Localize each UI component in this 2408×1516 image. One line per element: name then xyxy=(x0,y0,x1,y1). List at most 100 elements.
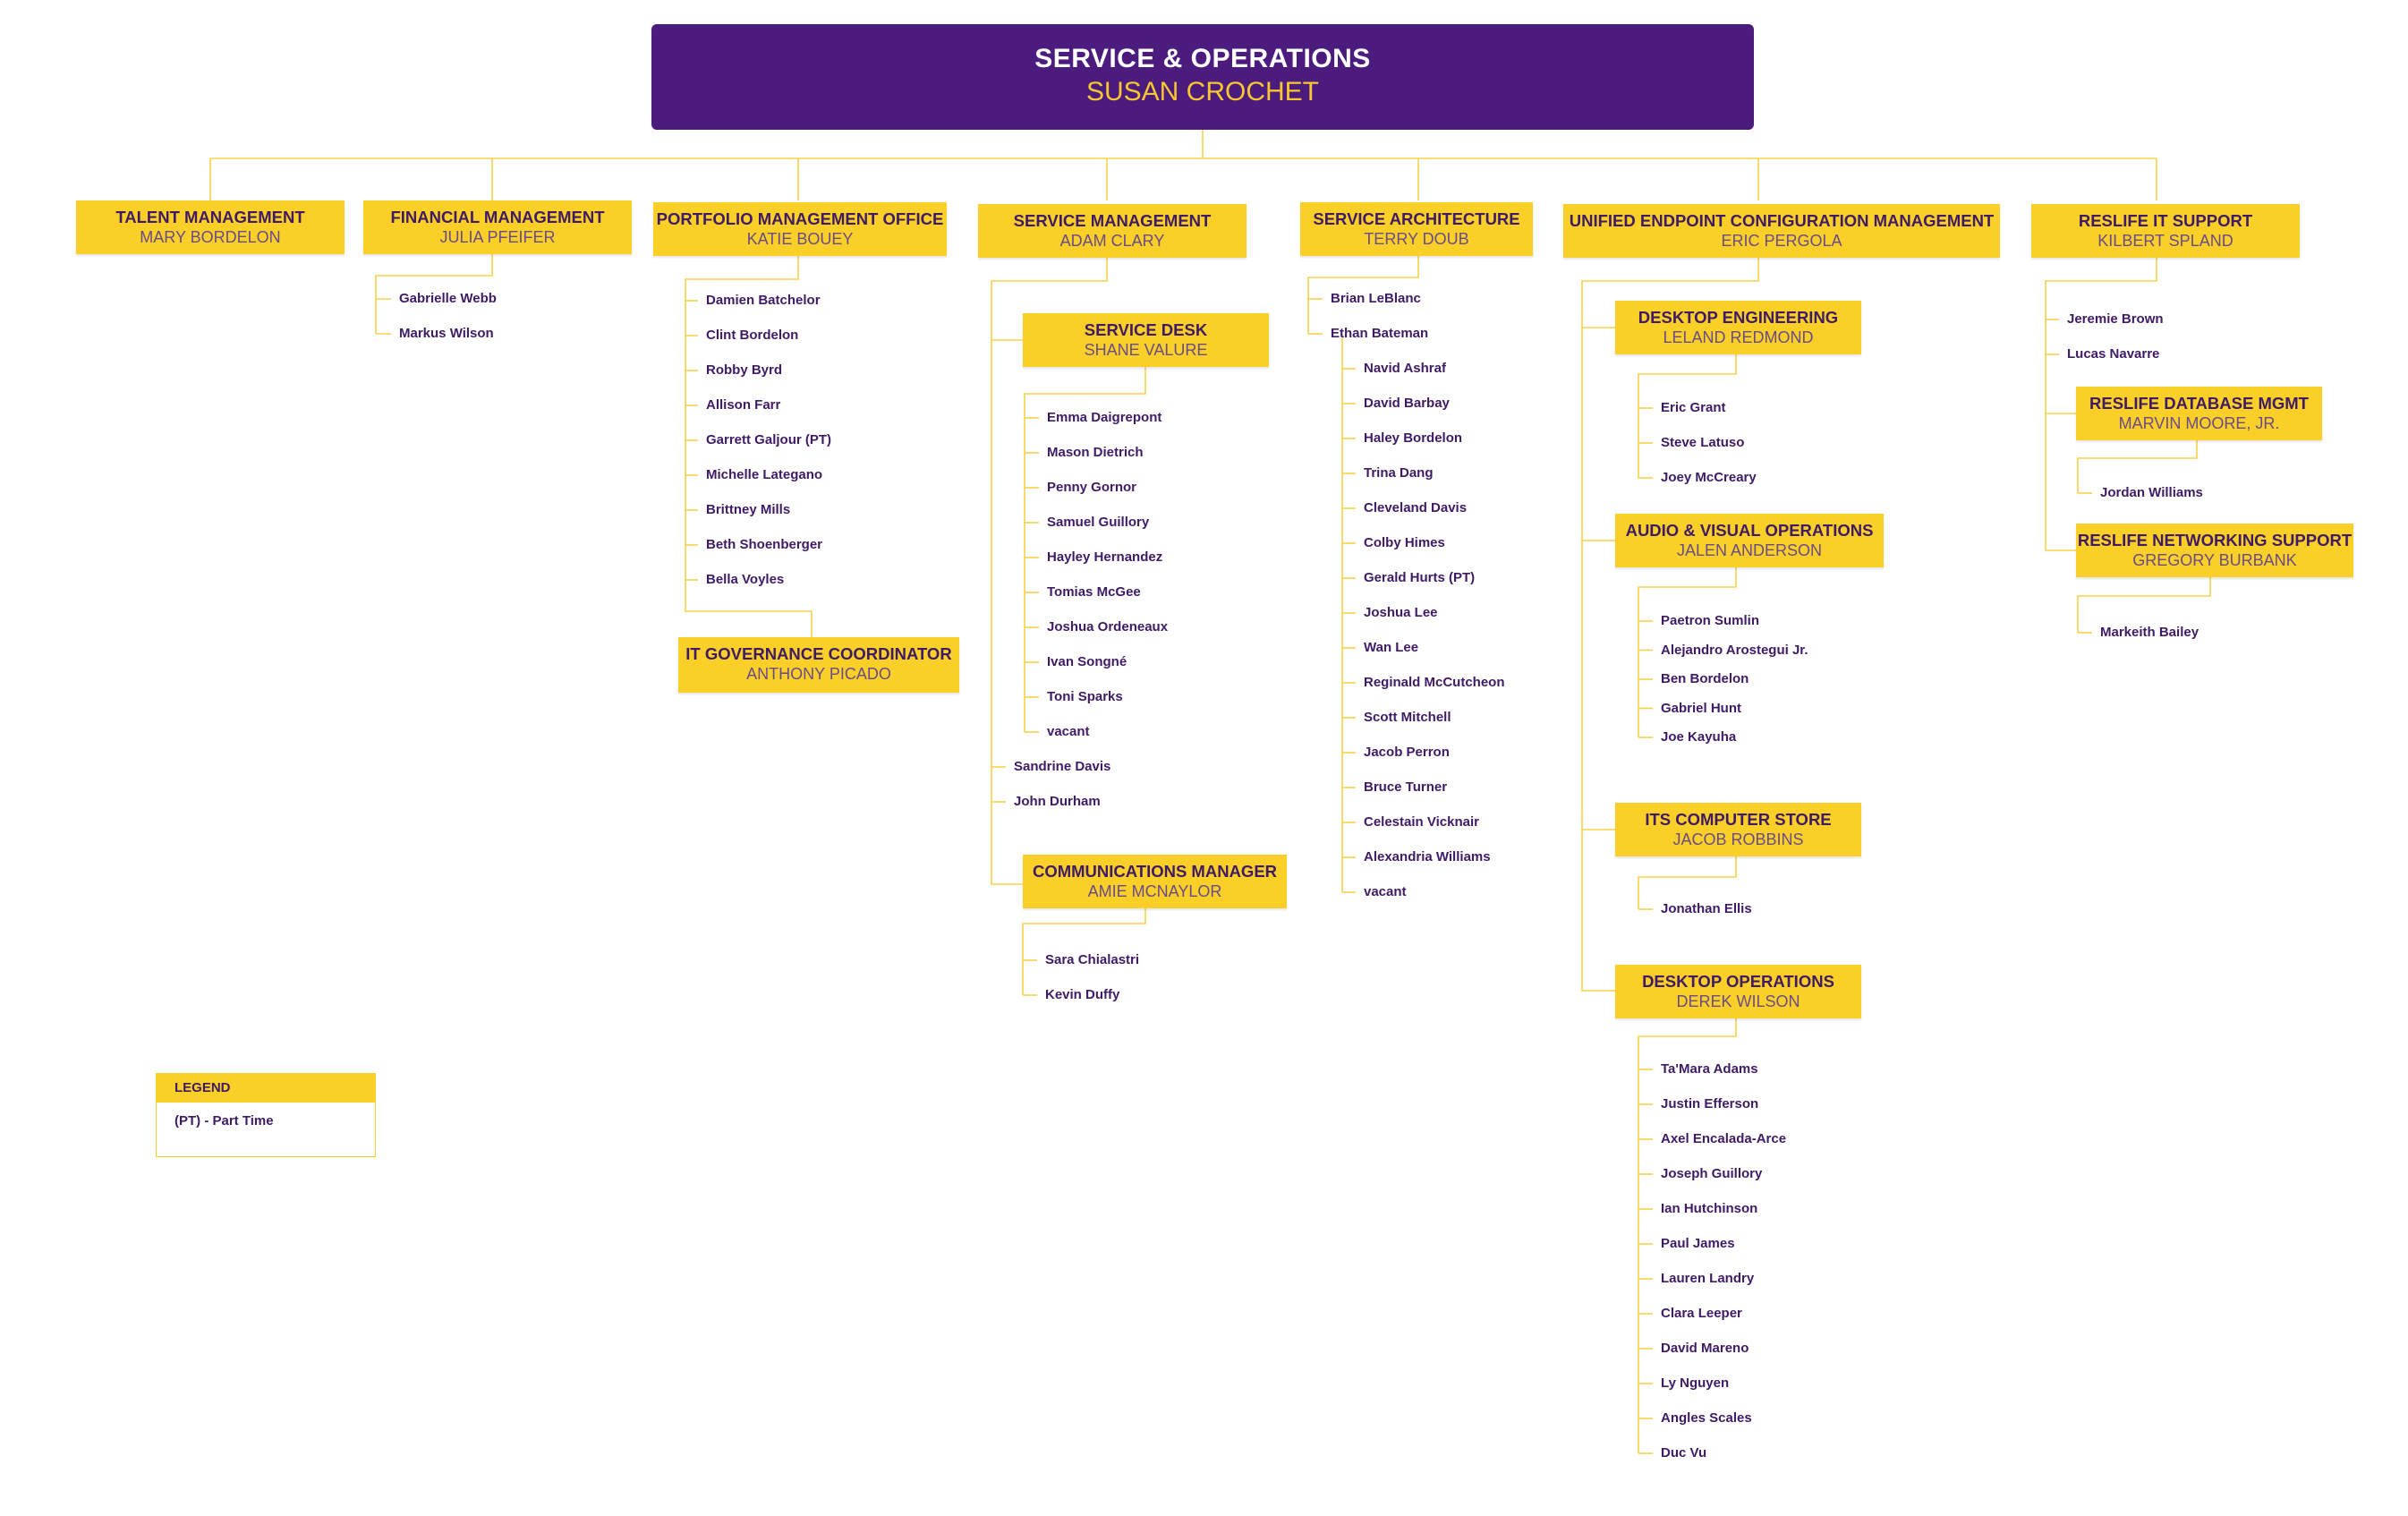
staff-member: Brian LeBlanc xyxy=(1331,291,1421,306)
staff-member: Alejandro Arostegui Jr. xyxy=(1661,642,1808,658)
dept-box-it-governance: IT GOVERNANCE COORDINATOR ANTHONY PICADO xyxy=(678,637,959,693)
staff-member: Allison Farr xyxy=(706,397,781,413)
dept-title: FINANCIAL MANAGEMENT xyxy=(390,208,605,226)
connector-line xyxy=(1638,567,1737,737)
staff-member: Kevin Duffy xyxy=(1045,987,1120,1002)
dept-lead-name: JACOB ROBBINS xyxy=(1672,830,1804,848)
staff-member: Garrett Galjour (PT) xyxy=(706,432,832,447)
staff-member: Ben Bordelon xyxy=(1661,671,1749,686)
staff-member: Sandrine Davis xyxy=(1014,759,1111,774)
staff-member: Joey McCreary xyxy=(1661,470,1757,485)
dept-lead-name: SHANE VALURE xyxy=(1084,341,1208,359)
staff-member: Reginald McCutcheon xyxy=(1364,675,1505,690)
dept-box-portfolio: PORTFOLIO MANAGEMENT OFFICE KATIE BOUEY xyxy=(653,202,947,256)
dept-lead-name: KILBERT SPLAND xyxy=(2097,232,2234,250)
connector-line xyxy=(1638,354,1737,478)
staff-member: Lucas Navarre xyxy=(2067,346,2160,362)
dept-lead-name: ADAM CLARY xyxy=(1059,232,1165,250)
connector-line xyxy=(1024,367,1146,732)
staff-member: Michelle Lategano xyxy=(706,467,823,482)
staff-member: Scott Mitchell xyxy=(1364,710,1451,725)
connector-line xyxy=(2077,577,2211,633)
staff-member: Ta'Mara Adams xyxy=(1661,1061,1758,1077)
dept-lead-name: AMIE MCNAYLOR xyxy=(1087,882,1222,900)
connector-line xyxy=(375,254,493,334)
staff-member: Tomias McGee xyxy=(1047,584,1141,600)
staff-member: Joshua Ordeneaux xyxy=(1047,619,1169,635)
staff-member: Brittney Mills xyxy=(706,502,791,517)
dept-lead-name: JULIA PFEIFER xyxy=(439,228,556,246)
connector-line xyxy=(2045,258,2157,551)
dept-lead-name: GREGORY BURBANK xyxy=(2132,551,2297,569)
staff-member: Justin Efferson xyxy=(1661,1096,1759,1111)
staff-member: Beth Shoenberger xyxy=(706,537,823,552)
staff-member: Jonathan Ellis xyxy=(1661,901,1752,916)
dept-lead-name: LELAND REDMOND xyxy=(1663,328,1814,346)
dept-box-financial: FINANCIAL MANAGEMENT JULIA PFEIFER xyxy=(363,200,632,254)
dept-title: IT GOVERNANCE COORDINATOR xyxy=(685,644,952,663)
dept-title: AUDIO & VISUAL OPERATIONS xyxy=(1625,521,1874,540)
dept-box-talent: TALENT MANAGEMENT MARY BORDELON xyxy=(76,200,345,254)
staff-member: Angles Scales xyxy=(1661,1410,1752,1426)
staff-member: Emma Daigrepont xyxy=(1047,410,1162,425)
dept-title: PORTFOLIO MANAGEMENT OFFICE xyxy=(656,209,944,228)
dept-title: SERVICE DESK xyxy=(1084,320,1208,339)
header-title: SERVICE & OPERATIONS xyxy=(1034,44,1371,73)
staff-member: Clara Leeper xyxy=(1661,1306,1742,1321)
staff-member: Cleveland Davis xyxy=(1364,500,1468,515)
staff-member: Lauren Landry xyxy=(1661,1271,1755,1286)
staff-member: Axel Encalada-Arce xyxy=(1661,1131,1787,1146)
staff-member: Celestain Vicknair xyxy=(1364,814,1479,830)
staff-member: Jacob Perron xyxy=(1364,745,1450,760)
dept-title: RESLIFE DATABASE MGMT xyxy=(2089,394,2309,413)
staff-member: David Barbay xyxy=(1364,396,1450,411)
staff-member: Alexandria Williams xyxy=(1364,849,1491,864)
dept-lead-name: ERIC PERGOLA xyxy=(1721,232,1842,250)
dept-lead-name: MARY BORDELON xyxy=(140,228,281,246)
staff-member: Ian Hutchinson xyxy=(1661,1201,1758,1216)
staff-member: John Durham xyxy=(1014,794,1101,809)
staff-member: Joseph Guillory xyxy=(1661,1166,1763,1181)
staff-member: Duc Vu xyxy=(1661,1445,1707,1461)
dept-title: SERVICE ARCHITECTURE xyxy=(1313,209,1520,228)
dept-box-service-desk: SERVICE DESK SHANE VALURE xyxy=(1023,313,1269,367)
staff-member: Eric Grant xyxy=(1661,400,1726,415)
staff-member: Joshua Lee xyxy=(1364,605,1438,620)
staff-member: Bella Voyles xyxy=(706,572,785,587)
staff-member: Gabriel Hunt xyxy=(1661,700,1742,716)
staff-member: Clint Bordelon xyxy=(706,328,799,343)
connector-line xyxy=(1638,1018,1737,1453)
dept-title: TALENT MANAGEMENT xyxy=(115,208,305,226)
staff-member: Paetron Sumlin xyxy=(1661,613,1760,628)
staff-member: vacant xyxy=(1364,884,1407,899)
staff-member: Sara Chialastri xyxy=(1045,952,1140,967)
staff-member: Penny Gornor xyxy=(1047,480,1137,495)
dept-lead-name: KATIE BOUEY xyxy=(746,230,854,248)
dept-lead-name: JALEN ANDERSON xyxy=(1676,541,1823,559)
staff-member: Jeremie Brown xyxy=(2067,311,2164,327)
legend: LEGEND (PT) - Part Time xyxy=(156,1073,376,1157)
connector-line xyxy=(2077,440,2198,493)
staff-member: Robby Byrd xyxy=(706,362,783,378)
dept-lead-name: ANTHONY PICADO xyxy=(746,665,891,683)
dept-title: ITS COMPUTER STORE xyxy=(1645,810,1832,829)
staff-member: Gabrielle Webb xyxy=(399,291,497,306)
org-header: SERVICE & OPERATIONS SUSAN CROCHET xyxy=(651,24,1754,130)
staff-member: Haley Bordelon xyxy=(1364,430,1463,446)
legend-title: LEGEND xyxy=(157,1074,375,1103)
staff-member: Paul James xyxy=(1661,1236,1735,1251)
staff-member: Bruce Turner xyxy=(1364,779,1448,795)
connector-line xyxy=(1022,908,1146,995)
connector-line xyxy=(685,256,799,580)
connector-line xyxy=(991,258,1108,885)
staff-member: Gerald Hurts (PT) xyxy=(1364,570,1476,585)
dept-title: UNIFIED ENDPOINT CONFIGURATION MANAGEMEN… xyxy=(1569,211,1995,230)
dept-title: DESKTOP OPERATIONS xyxy=(1642,972,1834,991)
